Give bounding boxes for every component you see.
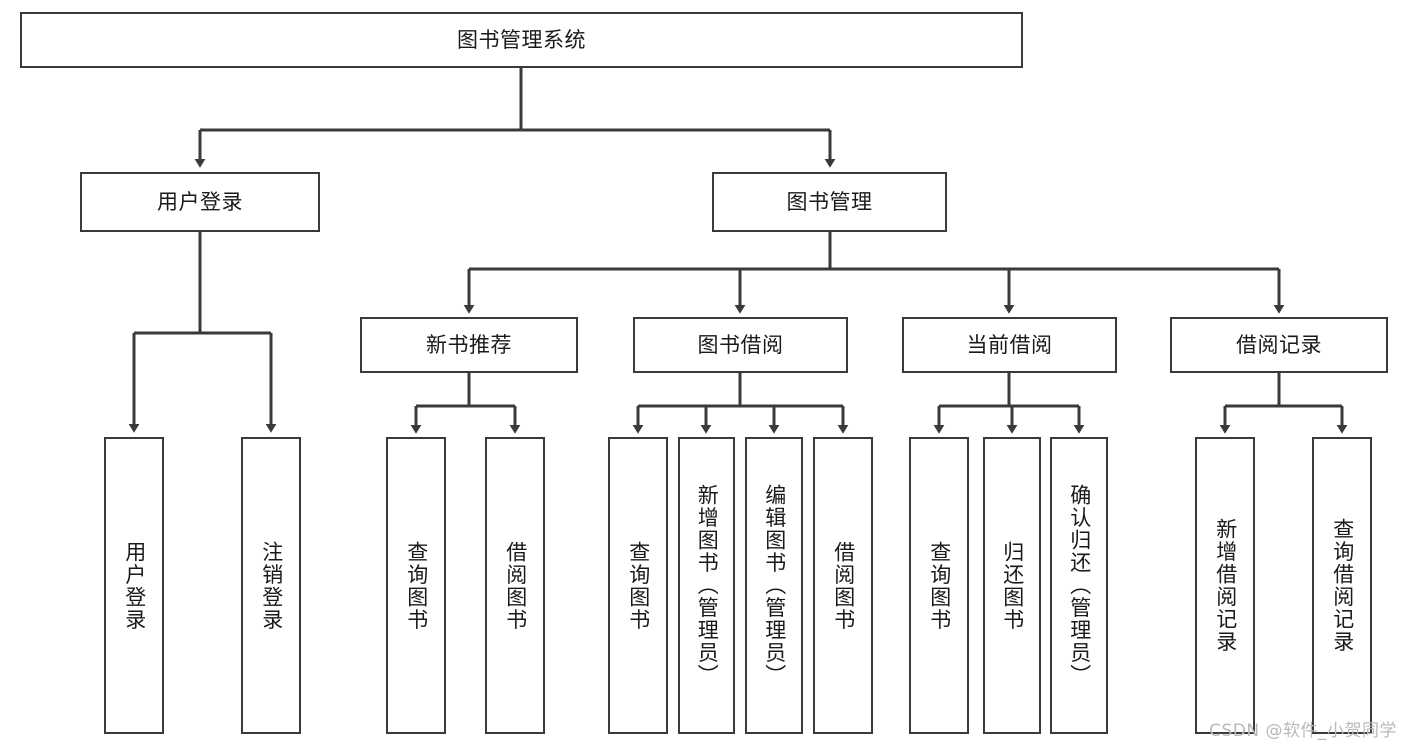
leaf-return-book[interactable]: 归还图书 [983, 437, 1041, 734]
node-label: 归还图书 [1000, 540, 1025, 631]
node-user-login[interactable]: 用户登录 [80, 172, 320, 232]
node-label: 注销登录 [259, 540, 284, 631]
leaf-edit-book-admin[interactable]: 编辑图书（管理员） [745, 437, 803, 734]
node-new-book-recommend[interactable]: 新书推荐 [360, 317, 578, 373]
node-label: 查询借阅记录 [1330, 518, 1355, 653]
leaf-query-borrow-record[interactable]: 查询借阅记录 [1312, 437, 1372, 734]
leaf-logout[interactable]: 注销登录 [241, 437, 301, 734]
leaf-borrow-book-recommend[interactable]: 借阅图书 [485, 437, 545, 734]
node-label: 编辑图书（管理员） [762, 484, 787, 687]
node-borrow-record[interactable]: 借阅记录 [1170, 317, 1388, 373]
leaf-confirm-return-admin[interactable]: 确认归还（管理员） [1050, 437, 1108, 734]
leaf-user-login[interactable]: 用户登录 [104, 437, 164, 734]
watermark: CSDN @软件_小贺同学 [1209, 721, 1397, 741]
node-label: 图书管理 [786, 189, 873, 214]
node-label: 查询图书 [404, 540, 429, 631]
node-label: 新书推荐 [426, 332, 512, 357]
node-label: 查询图书 [626, 540, 651, 631]
node-label: 图书管理系统 [457, 27, 586, 52]
node-label: 借阅记录 [1236, 332, 1322, 357]
node-label: 新增图书（管理员） [695, 484, 720, 687]
node-current-borrow[interactable]: 当前借阅 [902, 317, 1117, 373]
leaf-add-borrow-record[interactable]: 新增借阅记录 [1195, 437, 1255, 734]
node-book-borrow[interactable]: 图书借阅 [633, 317, 848, 373]
leaf-borrow-book-borrow[interactable]: 借阅图书 [813, 437, 873, 734]
node-label: 借阅图书 [831, 540, 856, 631]
node-label: 用户登录 [157, 189, 243, 214]
node-label: 借阅图书 [503, 540, 528, 631]
leaf-query-book-borrow[interactable]: 查询图书 [608, 437, 668, 734]
node-root-system[interactable]: 图书管理系统 [20, 12, 1023, 68]
node-label: 用户登录 [122, 540, 147, 631]
leaf-query-book-current[interactable]: 查询图书 [909, 437, 969, 734]
node-label: 新增借阅记录 [1213, 518, 1238, 653]
leaf-query-book-recommend[interactable]: 查询图书 [386, 437, 446, 734]
node-label: 图书借阅 [697, 332, 784, 357]
node-label: 查询图书 [927, 540, 952, 631]
node-book-manage[interactable]: 图书管理 [712, 172, 947, 232]
leaf-add-book-admin[interactable]: 新增图书（管理员） [678, 437, 735, 734]
node-label: 当前借阅 [966, 332, 1053, 357]
node-label: 确认归还（管理员） [1067, 484, 1092, 687]
